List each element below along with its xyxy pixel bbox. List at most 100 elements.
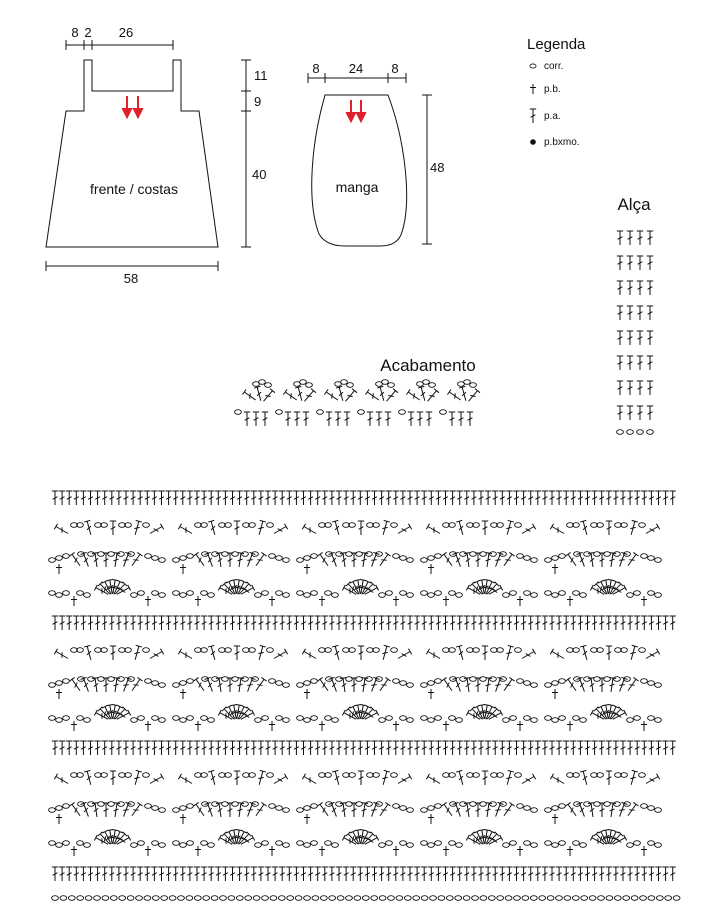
dc-stitch (519, 648, 537, 662)
chain-stitch (420, 682, 428, 688)
chain-stitch (429, 895, 437, 901)
dc-stitch (285, 615, 293, 631)
chain-stitch (76, 895, 85, 901)
dc-stitch (328, 551, 340, 569)
chain-stitch (420, 715, 428, 721)
chain-stitch (551, 555, 559, 561)
dc-stitch (616, 801, 628, 819)
dc-stitch (255, 519, 267, 537)
chain-stitch (516, 678, 524, 684)
dc-stitch (616, 255, 624, 271)
dc-stitch (587, 552, 597, 568)
dc-stitch (65, 866, 73, 882)
dc-stitch (228, 866, 237, 882)
dc-stitch (172, 866, 180, 882)
chain-stitch (310, 803, 318, 809)
chain-stitch (654, 842, 662, 848)
dc-stitch (452, 801, 464, 819)
dc-stitch (527, 490, 535, 506)
sc-stitch (427, 563, 435, 575)
chain-stitch (151, 840, 159, 846)
chain-stitch (179, 555, 187, 561)
dc-stitch (233, 645, 241, 661)
dc-stitch (569, 740, 577, 756)
dc-stitch (334, 411, 342, 427)
dc-stitch (250, 866, 258, 882)
dc-stitch (177, 523, 195, 537)
chain-stitch (529, 895, 538, 901)
sc-stitch (194, 720, 202, 732)
dc-stitch (53, 773, 71, 787)
chain-stitch (544, 807, 552, 813)
chain-stitch (210, 895, 219, 901)
chain-stitch (221, 551, 229, 557)
chain-stitch (151, 715, 159, 721)
sc-stitch (55, 688, 63, 700)
dc-stitch (640, 740, 648, 756)
dc-stitch (68, 676, 84, 694)
chain-stitch (654, 717, 662, 723)
chain-stitch (55, 592, 63, 598)
chain-stitch (613, 801, 621, 807)
dc-stitch (122, 615, 130, 631)
dc-stitch (243, 490, 251, 506)
dc-stitch (321, 615, 329, 631)
dc-stitch (598, 615, 606, 631)
chain-stitch (538, 895, 547, 901)
dc-stitch (204, 551, 216, 569)
dc-stitch (323, 388, 341, 404)
dc-stitch (463, 552, 473, 568)
chain-stitch (241, 676, 249, 682)
dc-stitch (328, 801, 340, 819)
chain-stitch (151, 590, 159, 596)
chain-stitch (392, 553, 400, 559)
dc-stitch (264, 740, 272, 756)
chain-stitch (310, 840, 318, 846)
chain-stitch (48, 557, 56, 563)
sleeve-dim-top: 24 (349, 61, 363, 76)
chain-stitch (469, 676, 477, 682)
dc-stitch (299, 615, 308, 631)
dc-stitch (128, 801, 144, 819)
dc-stitch (271, 866, 279, 882)
dc-stitch (342, 490, 350, 506)
dc-stitch (481, 645, 489, 661)
sc-stitch (303, 563, 311, 575)
dc-stitch (235, 490, 244, 506)
dc-stitch (331, 769, 343, 787)
chain-stitch (572, 715, 580, 721)
shell-stitch-group (218, 705, 254, 723)
dc-stitch (661, 615, 670, 631)
chain-stitch (261, 895, 269, 901)
chain-stitch (97, 676, 105, 682)
dc-stitch (368, 551, 380, 569)
dc-stitch (541, 615, 549, 631)
dc-stitch (376, 551, 392, 569)
chain-stitch (207, 592, 215, 598)
dc-stitch (314, 615, 322, 631)
chain-stitch (235, 895, 244, 901)
dc-stitch (370, 615, 379, 631)
dc-stitch (395, 773, 413, 787)
chain-stitch (583, 551, 591, 557)
chain-stitch (59, 895, 68, 901)
dc-stitch (498, 740, 506, 756)
dc-stitch (576, 551, 588, 569)
dc-stitch (562, 615, 570, 631)
dc-stitch (53, 523, 71, 537)
dc-stitch (399, 740, 407, 756)
dc-stitch (647, 866, 656, 882)
chain-stitch (277, 895, 286, 901)
dc-stitch (654, 740, 663, 756)
dc-stitch (626, 255, 634, 271)
dc-stitch (564, 676, 580, 694)
chain-stitch (385, 715, 393, 721)
dc-stitch (440, 551, 456, 569)
chain-stitch (455, 592, 463, 598)
chain-stitch (264, 382, 272, 388)
dc-stitch (616, 280, 624, 296)
chain-stitch (151, 680, 159, 686)
dc-stitch (576, 866, 585, 882)
chain-stitch (390, 647, 398, 653)
chain-stitch (544, 557, 552, 563)
